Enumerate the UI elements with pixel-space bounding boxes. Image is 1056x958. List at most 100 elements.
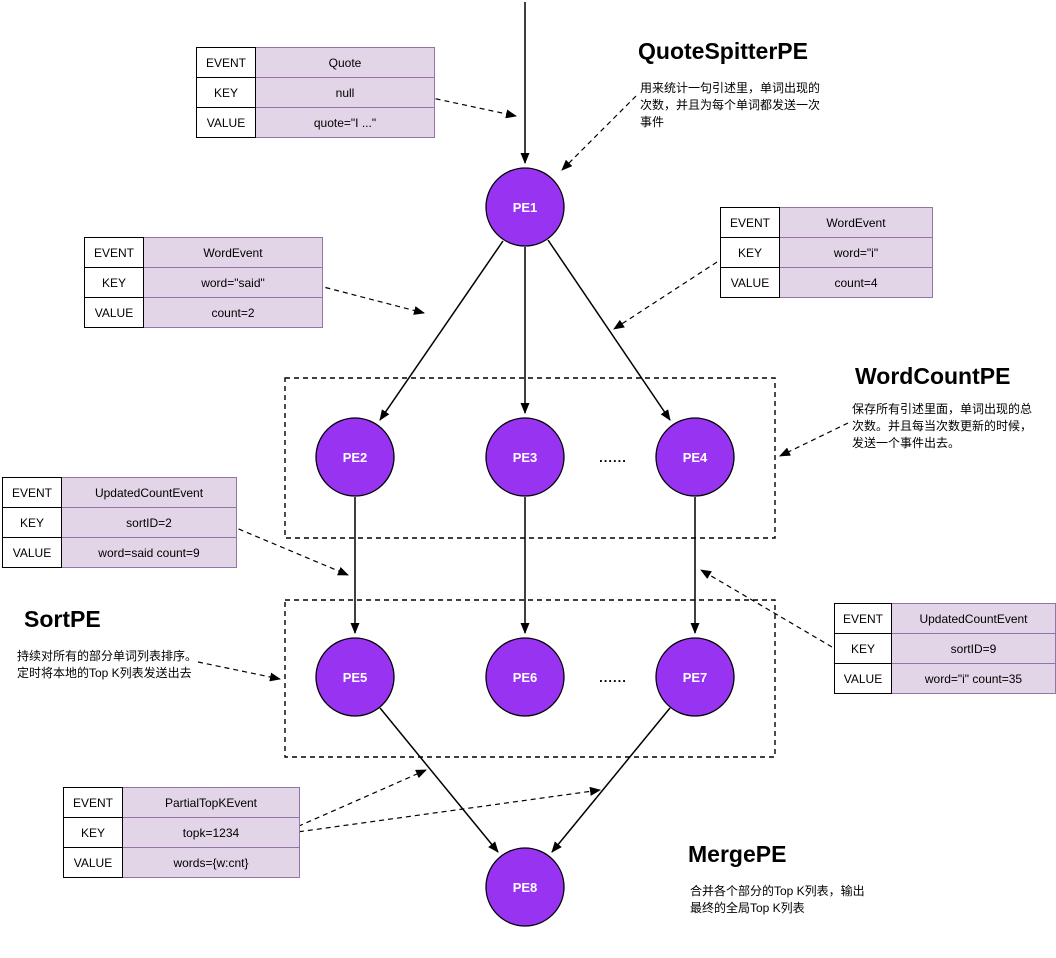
table-value-cell: UpdatedCountEvent (61, 477, 237, 508)
edge-pe1-to-pe2 (379, 240, 504, 421)
table-value-cell: count=2 (143, 297, 323, 328)
wordcount-title: WordCountPE (855, 363, 1011, 389)
node-pe8-label: PE8 (513, 880, 538, 895)
table-label-cell: VALUE (84, 297, 144, 328)
quotespitter-description: 用来统计一句引述里，单词出现的 次数，并且为每个单词都发送一次 事件 (640, 80, 820, 131)
table-row: VALUE words={w:cnt} (63, 847, 300, 878)
table-row: KEY null (196, 77, 435, 108)
table-label-cell: EVENT (196, 47, 256, 78)
desc-line: 持续对所有的部分单词列表排序。 (17, 649, 198, 663)
pointer-updatedi-table-to-edge (700, 569, 833, 648)
table-value-cell: topk=1234 (122, 817, 300, 848)
wordcount-ellipsis: ...... (599, 450, 627, 465)
event-table-updated-said: EVENT UpdatedCountEvent KEY sortID=2 VAL… (2, 477, 237, 568)
table-label-cell: KEY (720, 237, 780, 268)
table-value-cell: word="i" count=35 (890, 663, 1056, 694)
table-value-cell: sortID=9 (890, 633, 1056, 664)
merge-title: MergePE (688, 841, 787, 867)
table-value-cell: word="i" (779, 237, 933, 268)
quotespitter-title: QuoteSpitterPE (638, 38, 808, 64)
table-row: KEY sortID=9 (834, 633, 1056, 664)
pointer-topk-table-to-pe7-edge (289, 786, 601, 834)
table-value-cell: quote="I ..." (255, 107, 435, 138)
table-label-cell: KEY (2, 507, 62, 538)
table-row: VALUE quote="I ..." (196, 107, 435, 138)
desc-line: 保存所有引述里面，单词出现的总 (852, 402, 1033, 416)
table-value-cell: Quote (255, 47, 435, 78)
edge-pe5-to-pe8 (379, 707, 499, 853)
wordcount-description: 保存所有引述里面，单词出现的总 次数。并且每当次数更新的时候， 发送一个事件出去… (852, 401, 1032, 452)
merge-description: 合并各个部分的Top K列表，输出 最终的全局Top K列表 (690, 883, 865, 917)
desc-line: 合并各个部分的Top K列表，输出 (690, 884, 865, 898)
sort-group-box (284, 599, 776, 758)
node-pe7-label: PE7 (683, 670, 708, 685)
table-value-cell: count=4 (779, 267, 933, 298)
node-pe1 (485, 167, 565, 247)
table-row: VALUE word="i" count=35 (834, 663, 1056, 694)
node-pe2 (315, 417, 395, 497)
table-value-cell: word="said" (143, 267, 323, 298)
node-pe4 (655, 417, 735, 497)
pointer-sort-desc-to-group (197, 661, 281, 682)
table-value-cell: sortID=2 (61, 507, 237, 538)
table-label-cell: EVENT (834, 603, 892, 634)
node-pe6-label: PE6 (513, 670, 538, 685)
table-value-cell: null (255, 77, 435, 108)
desc-line: 事件 (640, 115, 665, 129)
desc-line: 用来统计一句引述里，单词出现的 (640, 81, 821, 95)
table-label-cell: VALUE (2, 537, 62, 568)
node-pe5-label: PE5 (343, 670, 368, 685)
table-row: KEY word="said" (84, 267, 323, 298)
table-row: EVENT WordEvent (84, 237, 323, 268)
desc-line: 次数，并且为每个单词都发送一次 (640, 98, 821, 112)
table-value-cell: PartialTopKEvent (122, 787, 300, 818)
node-pe1-label: PE1 (513, 200, 538, 215)
table-row: KEY topk=1234 (63, 817, 300, 848)
event-table-word-i: EVENT WordEvent KEY word="i" VALUE count… (720, 207, 933, 298)
table-label-cell: KEY (63, 817, 123, 848)
table-label-cell: EVENT (2, 477, 62, 508)
table-label-cell: EVENT (720, 207, 780, 238)
edge-pe1-to-pe4 (547, 239, 671, 421)
table-row: EVENT UpdatedCountEvent (2, 477, 237, 508)
table-label-cell: VALUE (63, 847, 123, 878)
node-pe3 (485, 417, 565, 497)
table-label-cell: KEY (196, 77, 256, 108)
pointer-wordcount-desc-to-group (779, 422, 849, 457)
event-table-word-said: EVENT WordEvent KEY word="said" VALUE co… (84, 237, 323, 328)
node-pe8 (485, 847, 565, 927)
table-row: EVENT UpdatedCountEvent (834, 603, 1056, 634)
sort-title: SortPE (24, 606, 101, 632)
event-table-partial-topk: EVENT PartialTopKEvent KEY topk=1234 VAL… (63, 787, 300, 878)
pointer-quotespitter-desc-to-pe1 (561, 95, 637, 171)
pointer-topk-table-to-pe5-edge (289, 769, 427, 831)
table-row: KEY sortID=2 (2, 507, 237, 538)
table-value-cell: UpdatedCountEvent (890, 603, 1056, 634)
desc-line: 定时将本地的Top K列表发送出去 (17, 666, 192, 680)
event-table-quote: EVENT Quote KEY null VALUE quote="I ..." (196, 47, 435, 138)
edge-pe7-to-pe8 (551, 707, 671, 853)
table-row: EVENT PartialTopKEvent (63, 787, 300, 818)
node-pe3-label: PE3 (513, 450, 538, 465)
table-value-cell: words={w:cnt} (122, 847, 300, 878)
table-label-cell: VALUE (834, 663, 892, 694)
table-label-cell: VALUE (196, 107, 256, 138)
node-pe5 (315, 637, 395, 717)
pointer-wordsaid-table-to-edge (307, 282, 425, 315)
table-label-cell: KEY (84, 267, 144, 298)
pointer-updatedsaid-table-to-edge (221, 521, 349, 576)
sort-ellipsis: ...... (599, 670, 627, 685)
wordcount-group-box (284, 377, 776, 539)
desc-line: 次数。并且每当次数更新的时候， (852, 419, 1033, 433)
table-row: EVENT WordEvent (720, 207, 933, 238)
table-label-cell: VALUE (720, 267, 780, 298)
table-value-cell: WordEvent (143, 237, 323, 268)
table-row: VALUE word=said count=9 (2, 537, 237, 568)
table-label-cell: EVENT (84, 237, 144, 268)
table-row: EVENT Quote (196, 47, 435, 78)
node-pe6 (485, 637, 565, 717)
node-pe2-label: PE2 (343, 450, 368, 465)
pointer-wordi-table-to-edge (613, 261, 718, 330)
pointer-quote-table-to-input-edge (417, 94, 517, 119)
